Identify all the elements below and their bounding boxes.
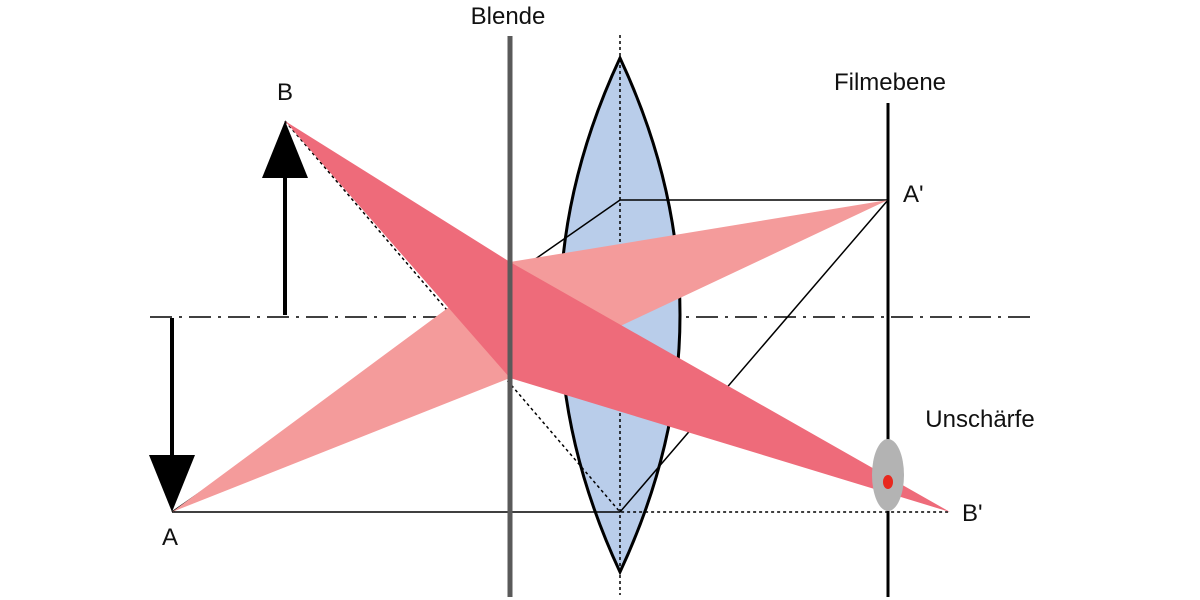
label-point-b: B <box>277 79 293 106</box>
construction-ray-b-dotted <box>284 120 950 513</box>
arrow-down-icon <box>149 455 195 512</box>
label-film-plane: Filmebene <box>834 69 946 96</box>
blur-dot <box>883 475 893 489</box>
label-blur: Unschärfe <box>925 406 1034 433</box>
label-point-a-image: A' <box>903 181 924 208</box>
construction-ray-a-parallel <box>172 199 889 513</box>
arrow-up-icon <box>262 121 308 178</box>
label-point-a: A <box>162 524 178 551</box>
label-point-b-image: B' <box>962 500 983 527</box>
label-aperture: Blende <box>471 3 546 30</box>
